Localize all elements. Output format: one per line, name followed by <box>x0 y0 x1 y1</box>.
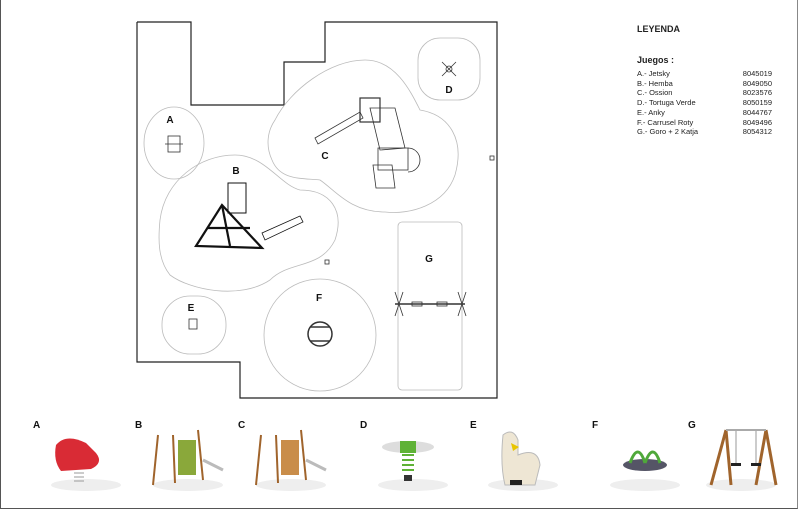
equipment-a-icon <box>165 135 183 153</box>
zone-a <box>143 106 205 180</box>
site-boundary <box>136 21 498 399</box>
legend-item-label: E.- Anky <box>637 107 665 117</box>
equipment-photo-e <box>488 431 558 491</box>
zone-d <box>417 37 481 101</box>
equipment-photo-f <box>610 450 680 491</box>
legend-item-code: 8045019 <box>742 69 772 78</box>
legend-item-label: D.- Tortuga Verde <box>637 98 696 108</box>
legend-item: F.- Carrusel Roty 8049496 <box>637 118 772 128</box>
equipment-photo-c <box>255 429 327 491</box>
plan-label-d: D <box>445 85 452 96</box>
zone-c <box>267 59 459 213</box>
legend-item-label: F.- Carrusel Roty <box>637 117 694 127</box>
zone-f <box>263 278 377 392</box>
legend-item: C.- Ossion 8023576 <box>637 88 772 98</box>
equipment-c-icon <box>314 97 421 189</box>
plan-label-c: C <box>321 151 328 162</box>
thumbnail-letter: G <box>688 420 696 431</box>
legend-item-code: 8044767 <box>742 107 772 117</box>
plan-label-e: E <box>188 303 195 314</box>
legend-item-label: A.- Jetsky <box>637 69 670 78</box>
legend-item: B.- Hemba 8049050 <box>637 79 772 89</box>
zone-e <box>161 295 227 355</box>
equipment-g-icon <box>394 291 467 317</box>
legend-item-label: G.- Goro + 2 Katja <box>637 127 699 137</box>
legend-item-label: C.- Ossion <box>637 88 673 98</box>
legend-item-code: 8049050 <box>742 78 772 88</box>
thumbnail-letter: D <box>360 420 368 431</box>
marker-square <box>324 259 330 265</box>
legend-title: LEYENDA <box>637 24 681 34</box>
legend-item-code: 8054312 <box>742 127 772 137</box>
zone-g <box>397 221 463 391</box>
equipment-f-icon <box>307 321 333 347</box>
equipment-e-icon <box>188 318 198 330</box>
equipment-photo-d <box>378 441 448 491</box>
legend-item: A.- Jetsky 8045019 <box>637 69 772 79</box>
thumbnail-letter: B <box>135 420 143 431</box>
legend-item-label: B.- Hemba <box>637 78 673 88</box>
marker-square <box>489 155 495 161</box>
equipment-photo-g <box>706 429 778 491</box>
legend-item: G.- Goro + 2 Katja 8054312 <box>637 127 772 137</box>
plan-label-b: B <box>232 166 239 177</box>
thumbnail-letter: C <box>238 420 246 431</box>
legend-item: D.- Tortuga Verde 8050159 <box>637 98 772 108</box>
equipment-photo-b <box>152 429 224 491</box>
thumbnail-letter: F <box>592 420 599 431</box>
legend-item-code: 8050159 <box>742 98 772 108</box>
legend-item: E.- Anky 8044767 <box>637 108 772 118</box>
zone-b <box>158 154 339 292</box>
legend-subtitle: Juegos : <box>637 55 675 65</box>
equipment-b-icon <box>194 182 304 250</box>
legend-item-code: 8049496 <box>742 117 772 127</box>
equipment-d-icon <box>441 61 457 77</box>
thumbnail-letter: E <box>470 420 477 431</box>
thumbnail-letter: A <box>33 420 41 431</box>
equipment-photo-a <box>51 438 121 491</box>
plan-label-f: F <box>316 293 322 304</box>
plan-label-g: G <box>425 254 433 265</box>
legend-item-code: 8023576 <box>742 88 772 98</box>
plan-label-a: A <box>166 115 173 126</box>
